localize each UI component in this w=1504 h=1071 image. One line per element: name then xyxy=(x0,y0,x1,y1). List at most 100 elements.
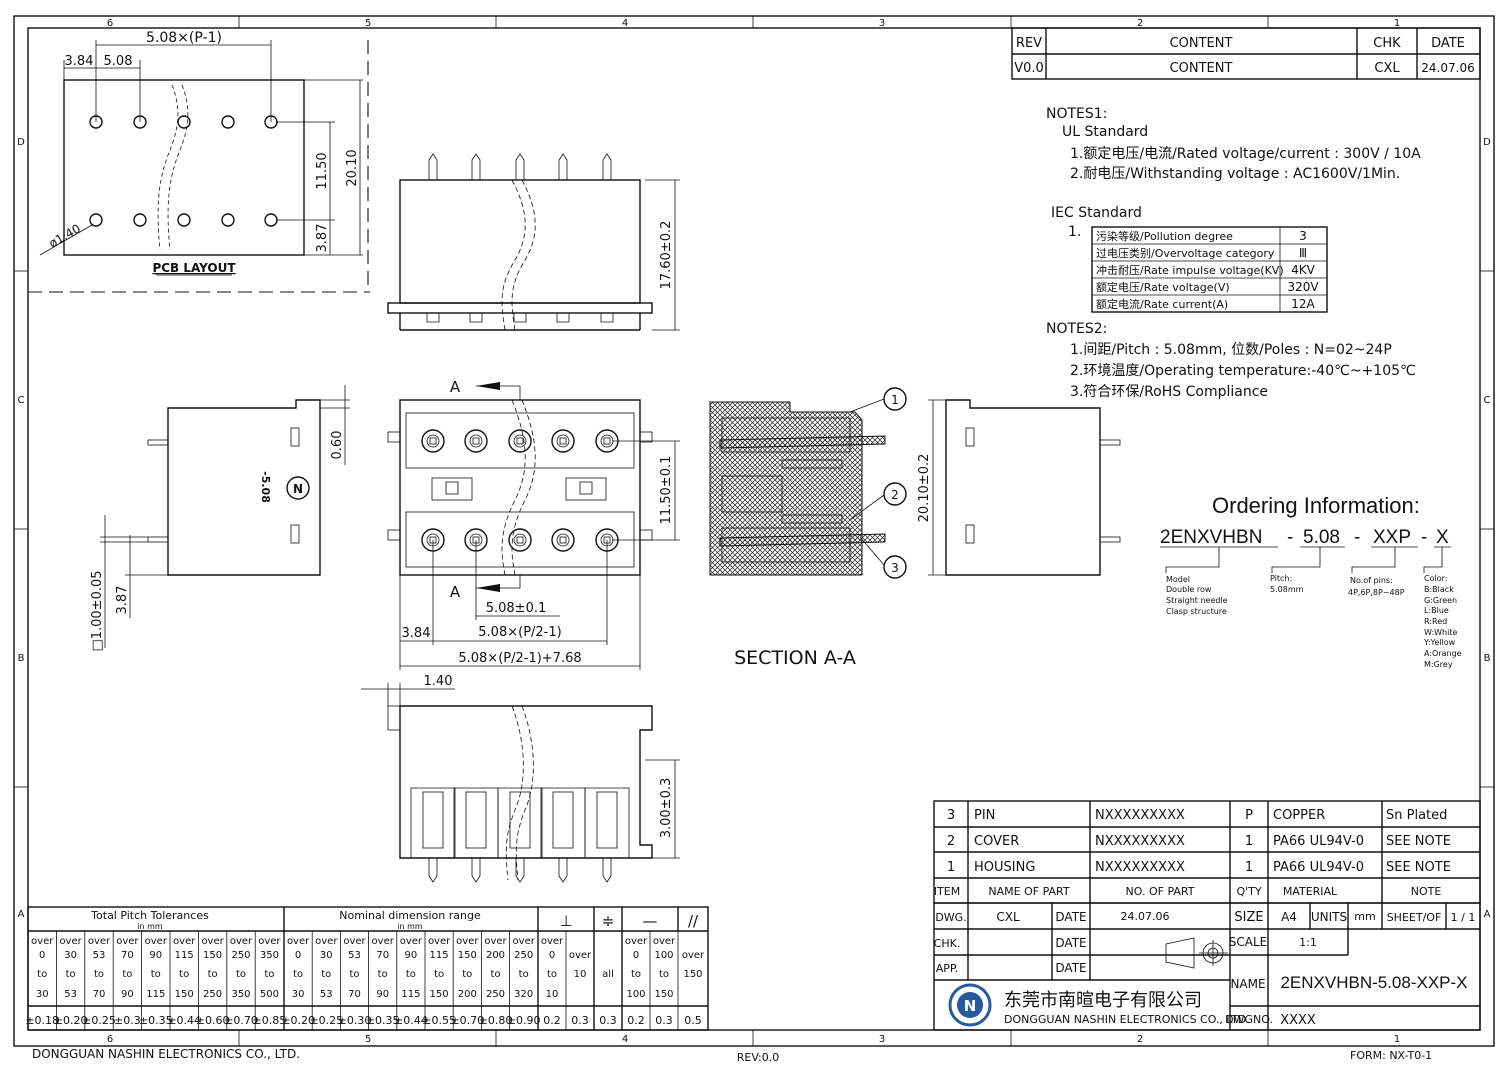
tolerance-cell: ±0.44 xyxy=(394,1014,428,1027)
section-title: SECTION A-A xyxy=(734,647,856,669)
ordering-title: Ordering Information: xyxy=(1212,493,1420,518)
zone-row-right-D: D xyxy=(1483,137,1491,148)
bom-cell: 1 xyxy=(1245,834,1253,849)
zone-column-bottom-1: 1 xyxy=(1394,1034,1400,1045)
company-logo-core xyxy=(957,992,983,1018)
ul-line-2: 2.耐电压/Withstanding voltage : AC1600V/1Mi… xyxy=(1070,166,1400,182)
tolerance-cell: ±0.90 xyxy=(507,1014,541,1027)
tolerance-cell: over xyxy=(372,936,395,947)
notes2-line-1: 1.间距/Pitch : 5.08mm, 位数/Poles : N=02~24P xyxy=(1070,342,1392,358)
pin-bottom xyxy=(602,858,612,883)
color-line-6: W:White xyxy=(1424,628,1457,637)
color-line-3: G:Green xyxy=(1424,596,1457,605)
bom-cell: COVER xyxy=(974,834,1019,849)
pcb-holes xyxy=(89,115,278,227)
tolerance-cell: over xyxy=(145,936,168,947)
tolerance-cell: 150 xyxy=(430,989,449,1000)
tolerance-cell: 115 xyxy=(175,950,194,961)
terminal-slot xyxy=(584,787,630,858)
zone-column-top-5: 5 xyxy=(365,18,371,29)
pcb-dim-hole: ø1.40 xyxy=(47,221,83,250)
date-label: DATE xyxy=(1055,910,1086,924)
pin-top xyxy=(515,153,525,180)
screw-head xyxy=(513,434,527,448)
tolerance-cell: 350 xyxy=(260,950,279,961)
tolerance-cell: 53 xyxy=(93,950,106,961)
screw-terminal xyxy=(508,528,532,552)
zone-column-top-6: 6 xyxy=(107,18,113,29)
bom-cell: SEE NOTE xyxy=(1386,860,1451,875)
tolerance-cell: over xyxy=(653,936,676,947)
pin-top xyxy=(428,153,438,180)
company-logo-letter: N xyxy=(964,997,977,1015)
zone-column-bottom-5: 5 xyxy=(365,1034,371,1045)
size-value: A4 xyxy=(1281,910,1297,924)
zone-row-left-D: D xyxy=(17,137,25,148)
zone-row-right-B: B xyxy=(1484,653,1491,664)
units-value: mm xyxy=(1354,910,1375,923)
color-line-1: Color: xyxy=(1424,574,1447,583)
color-line-4: L:Blue xyxy=(1424,606,1449,615)
iec-row-4-value: 320V xyxy=(1287,280,1319,294)
top-view: A A 11.50±0.1 5.08±0.1 3.84 5.08×(P/2-1)… xyxy=(387,378,680,670)
tolerance-cell: 53 xyxy=(348,950,361,961)
zone-column-bottom-4: 4 xyxy=(622,1034,628,1045)
company-name-en: DONGGUAN NASHIN ELECTRONICS CO., LTD. xyxy=(1004,1013,1250,1026)
tolerance-cell: 150 xyxy=(458,950,477,961)
screw-terminal xyxy=(551,528,575,552)
dwg-date: 24.07.06 xyxy=(1121,910,1170,923)
terminal-slot xyxy=(410,787,456,858)
pin-top xyxy=(471,153,481,180)
zone-column-bottom-3: 3 xyxy=(879,1034,885,1045)
bom-cell: 1 xyxy=(947,860,955,875)
tolerance-cell: over xyxy=(173,936,196,947)
tolerance-cell: ±0.60 xyxy=(196,1014,230,1027)
screw-slot xyxy=(559,437,567,445)
tolerance-cell: 320 xyxy=(514,989,533,1000)
pins-line-1: No.of pins: xyxy=(1350,576,1393,585)
tolerance-cell: 250 xyxy=(514,950,533,961)
screw-slot xyxy=(516,437,524,445)
tolerance-cell: over xyxy=(230,936,253,947)
tolerance-cell: to xyxy=(179,969,189,980)
tolerance-cell: 250 xyxy=(486,989,505,1000)
bottom-dim-140: 1.40 xyxy=(424,674,453,689)
tolerance-cell: to xyxy=(378,969,388,980)
front-dim-height: 17.60±0.2 xyxy=(659,221,674,290)
bom-cell: 2 xyxy=(947,834,955,849)
balloon-3: 3 xyxy=(891,561,899,575)
pcb-layout-view: 5.08×(P-1) 3.84 5.08 11.50 20.10 3.87 ø1… xyxy=(28,30,370,293)
section-mark-bottom: A xyxy=(450,583,461,601)
side-logo-letter: N xyxy=(293,482,303,496)
tolerance-cell: over xyxy=(31,936,54,947)
bom-cell: NXXXXXXXXX xyxy=(1095,860,1185,875)
tolerance-cell: 200 xyxy=(486,950,505,961)
tolerance-cell: to xyxy=(659,969,669,980)
chk-date-label: DATE xyxy=(1055,936,1086,950)
tolerance-cell: to xyxy=(490,969,500,980)
tolerance-cell: 10 xyxy=(546,989,559,1000)
tolerance-cell: to xyxy=(349,969,359,980)
tolerance-cell: 115 xyxy=(401,989,420,1000)
top-dim-total: 5.08×(P/2-1)+7.68 xyxy=(458,651,581,666)
bom-header: NAME OF PART xyxy=(988,885,1069,898)
symmetry-icon: ≑ xyxy=(602,912,615,930)
tolerance-cell: to xyxy=(547,969,557,980)
side-dim-pin: □1.00±0.05 xyxy=(90,570,105,651)
dwg-by: CXL xyxy=(996,910,1020,924)
bom-cell: PA66 UL94V-0 xyxy=(1273,860,1364,875)
tolerance-cell: 250 xyxy=(203,989,222,1000)
tolerance-cell: 350 xyxy=(231,989,250,1000)
tolerance-cell: 70 xyxy=(348,989,361,1000)
screw-head xyxy=(513,533,527,547)
pin-bottom xyxy=(558,858,568,883)
screw-terminal xyxy=(551,429,575,453)
top-dim-pitch: 5.08±0.1 xyxy=(486,601,547,616)
pcb-dim-span: 5.08×(P-1) xyxy=(146,30,222,46)
tolerance-cell: to xyxy=(122,969,132,980)
zone-row-right-A: A xyxy=(1484,909,1491,920)
tolerance-cell: 0 xyxy=(295,950,301,961)
perpendicularity-icon: ⊥ xyxy=(559,912,572,930)
tolerance-cell: over xyxy=(400,936,423,947)
